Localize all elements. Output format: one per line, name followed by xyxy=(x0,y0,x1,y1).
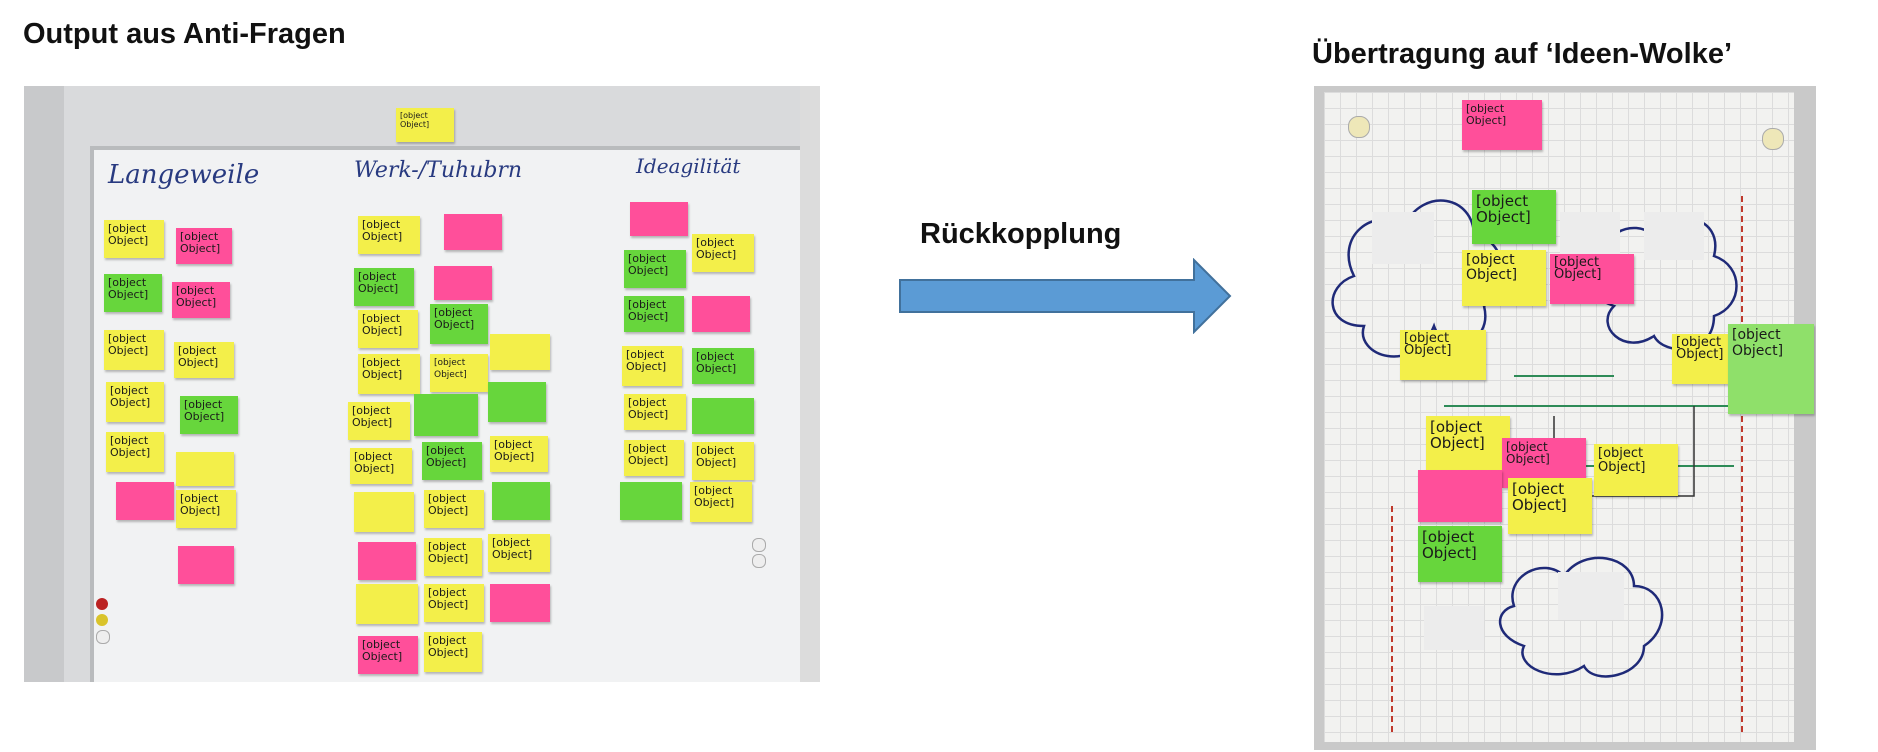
sticky-note: [object Object] xyxy=(104,330,164,370)
magnet-yellow xyxy=(96,614,108,626)
sticky-note: [object Object] xyxy=(358,636,418,674)
sticky-note xyxy=(434,266,492,300)
column-header: Langeweile xyxy=(108,160,260,190)
column-header: Werk-/Tuhubrn xyxy=(354,158,523,183)
sticky-note: [object Object] xyxy=(358,310,418,348)
sticky-note xyxy=(1560,212,1620,262)
sticky-note: [object Object] xyxy=(430,304,488,344)
sticky-note: [object Object] xyxy=(176,490,236,528)
sticky-note xyxy=(116,482,174,520)
sticky-note: [object Object] xyxy=(1472,190,1556,244)
sticky-note: [object Object] xyxy=(1508,478,1592,534)
magnet-white xyxy=(752,538,766,552)
sticky-note: [object Object] xyxy=(424,584,484,622)
sticky-note xyxy=(630,202,688,236)
sticky-note: [object Object] xyxy=(488,534,550,572)
sticky-note xyxy=(1418,470,1502,522)
sticky-note: [object Object] xyxy=(1550,254,1634,304)
sticky-note: [object Object] xyxy=(174,342,234,378)
sticky-note: [object Object] xyxy=(1418,526,1502,582)
sticky-note xyxy=(444,214,502,250)
sticky-note: [object Object] xyxy=(422,442,482,480)
magnet xyxy=(1348,116,1370,138)
sticky-note xyxy=(178,546,234,584)
sticky-note: [object Object] xyxy=(1594,444,1678,496)
sticky-note: [object Object] xyxy=(106,432,164,472)
sticky-note: [object Object] xyxy=(624,394,686,430)
sticky-note: [object Object] xyxy=(430,354,488,392)
sticky-note xyxy=(414,394,478,436)
whiteboard-photo: Langeweile Werk-/Tuhubrn Ideagilität [ob… xyxy=(24,86,820,682)
sticky-note: [object Object] xyxy=(424,490,484,528)
sticky-note: [object Object] xyxy=(172,282,230,318)
sticky-note: [object Object] xyxy=(692,442,754,480)
sticky-note xyxy=(490,584,550,622)
arrow xyxy=(899,258,1232,334)
sticky-note: [object Object] xyxy=(624,440,684,476)
sticky-note: [object Object] xyxy=(106,382,164,422)
sticky-note xyxy=(1558,572,1624,620)
sticky-note: [object Object] xyxy=(1462,250,1546,306)
sticky-note xyxy=(488,382,546,422)
heading-right: Übertragung auf ‘Ideen-Wolke’ xyxy=(1312,38,1733,70)
sticky-note: [object Object] xyxy=(424,538,482,576)
wall-left xyxy=(24,86,64,682)
sticky-note: [object Object] xyxy=(690,482,752,522)
magnet-white xyxy=(96,630,110,644)
sticky-note xyxy=(354,492,414,532)
flipchart-photo: [object Object] [object Object] [object … xyxy=(1314,86,1816,750)
sticky-note: [object Object] xyxy=(104,274,162,312)
sticky-note xyxy=(1424,606,1484,650)
heading-left: Output aus Anti-Fragen xyxy=(23,18,346,50)
sticky-note: [object Object] xyxy=(1728,324,1814,414)
sticky-note: [object Object] xyxy=(692,348,754,384)
sticky-note: [object Object] xyxy=(348,402,410,440)
sticky-note: [object Object] xyxy=(490,436,548,472)
flipchart-paper xyxy=(1324,92,1794,742)
column-header: Ideagilität xyxy=(636,154,741,178)
heading-middle: Rückkopplung xyxy=(920,218,1122,250)
sticky-note xyxy=(1644,212,1704,260)
sticky-note: [object Object] xyxy=(1400,330,1486,380)
sticky-note xyxy=(692,296,750,332)
magnet-white xyxy=(752,554,766,568)
sticky-note: [object Object] xyxy=(692,234,754,272)
wall-right xyxy=(800,86,820,682)
magnet xyxy=(1762,128,1784,150)
sticky-note: [object Object] xyxy=(1462,100,1542,150)
sticky-note: [object Object] xyxy=(358,354,420,394)
sticky-note xyxy=(356,584,418,624)
sticky-note: [object Object] xyxy=(424,632,482,672)
sticky-note: [object Object] xyxy=(624,250,686,288)
sticky-note: [object Object] xyxy=(354,268,414,306)
sticky-note xyxy=(692,398,754,434)
sticky-note xyxy=(490,334,550,370)
sticky-note: [object Object] xyxy=(350,448,412,484)
sticky-note: [object Object] xyxy=(180,396,238,434)
sticky-note: [object Object] xyxy=(104,220,164,258)
sticky-note: [object Object] xyxy=(396,108,454,142)
sticky-note: [object Object] xyxy=(358,216,420,254)
sticky-note xyxy=(620,482,682,520)
sticky-note: [object Object] xyxy=(1426,416,1510,470)
sticky-note xyxy=(492,482,550,520)
sticky-note xyxy=(176,452,234,486)
sticky-note: [object Object] xyxy=(622,346,682,386)
sticky-note xyxy=(358,542,416,580)
sticky-note xyxy=(1372,212,1434,264)
magnet-red xyxy=(96,598,108,610)
idea-cloud-diagram xyxy=(1331,196,1784,736)
sticky-note: [object Object] xyxy=(176,228,232,264)
arrow-shape xyxy=(899,258,1232,334)
sticky-note: [object Object] xyxy=(624,296,684,332)
